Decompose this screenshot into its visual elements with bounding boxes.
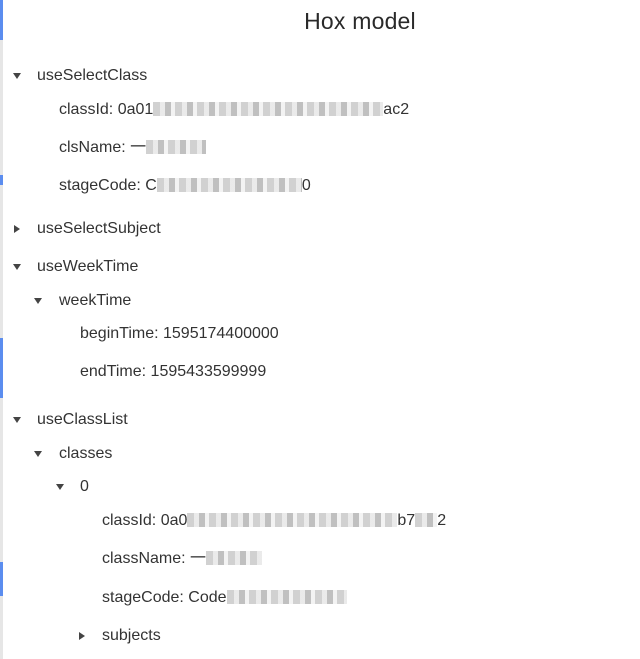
key-label: clsName:: [59, 139, 126, 156]
node-label: useClassList: [37, 411, 128, 428]
tree-node-useSelectSubject[interactable]: useSelectSubject: [37, 219, 161, 239]
edge-highlight: [0, 338, 3, 398]
edge-highlight: [0, 0, 3, 40]
tree-node-useWeekTime[interactable]: useWeekTime: [37, 257, 138, 277]
window-left-edge: [0, 0, 3, 659]
redacted-mask: [206, 551, 263, 565]
expand-toggle-icon[interactable]: [55, 482, 65, 492]
tree-leaf-clsName: clsName: 一: [59, 138, 207, 158]
expand-toggle-icon[interactable]: [33, 449, 43, 459]
redacted-mask: [415, 513, 438, 527]
tree-node-index-0[interactable]: 0: [80, 477, 89, 497]
tree-leaf-className: className: 一: [102, 549, 263, 569]
edge-highlight: [0, 175, 3, 185]
page-title: Hox model: [304, 8, 416, 34]
tree-leaf-endTime: endTime: 1595433599999: [80, 363, 267, 380]
collapse-toggle-icon[interactable]: [12, 224, 22, 234]
key-label: className:: [102, 550, 186, 567]
tree-node-subjects[interactable]: subjects: [102, 626, 161, 646]
tree-node-weekTime[interactable]: weekTime: [59, 291, 131, 311]
redacted-mask: [187, 513, 398, 527]
key-label: classId:: [59, 101, 114, 118]
key-label: classId:: [102, 512, 157, 529]
redacted-mask: [226, 590, 347, 604]
expand-toggle-icon[interactable]: [12, 71, 22, 81]
node-label: 0: [80, 478, 89, 495]
tree-leaf-classId: classId: 0a01 ac2: [59, 100, 409, 120]
value-prefix: C: [145, 177, 157, 194]
redacted-mask: [146, 140, 207, 154]
redacted-mask: [156, 178, 302, 192]
value-prefix: Code: [188, 589, 227, 606]
tree-node-useSelectClass[interactable]: useSelectClass: [37, 66, 147, 86]
node-label: subjects: [102, 627, 161, 644]
node-label: useSelectClass: [37, 67, 148, 84]
value-suffix: b7: [397, 512, 416, 529]
node-label: useSelectSubject: [37, 220, 161, 237]
expand-toggle-icon[interactable]: [12, 415, 22, 425]
value-suffix: ac2: [383, 101, 410, 118]
value-prefix: 一: [190, 550, 207, 567]
node-label: weekTime: [59, 292, 132, 309]
tree-node-classes[interactable]: classes: [59, 444, 112, 464]
value-suffix: 0: [301, 177, 311, 194]
key-label: stageCode:: [59, 177, 141, 194]
value-prefix: 0a0: [160, 512, 188, 529]
node-label: useWeekTime: [37, 258, 139, 275]
expand-toggle-icon[interactable]: [12, 262, 22, 272]
key-label: stageCode:: [102, 589, 184, 606]
expand-toggle-icon[interactable]: [33, 296, 43, 306]
tree-node-useClassList[interactable]: useClassList: [37, 410, 128, 430]
collapse-toggle-icon[interactable]: [77, 631, 87, 641]
value-tail: 2: [437, 512, 447, 529]
value-prefix: 0a01: [117, 101, 154, 118]
tree-leaf-beginTime: beginTime: 1595174400000: [80, 325, 279, 342]
edge-highlight: [0, 562, 3, 596]
tree-leaf-stageCode: stageCode: C 0: [59, 176, 311, 196]
tree-leaf-stageCode: stageCode: Code: [102, 588, 347, 608]
node-label: classes: [59, 445, 113, 462]
redacted-mask: [153, 102, 384, 116]
value-prefix: 一: [130, 139, 147, 156]
tree-leaf-classId: classId: 0a0 b7 2: [102, 511, 446, 531]
